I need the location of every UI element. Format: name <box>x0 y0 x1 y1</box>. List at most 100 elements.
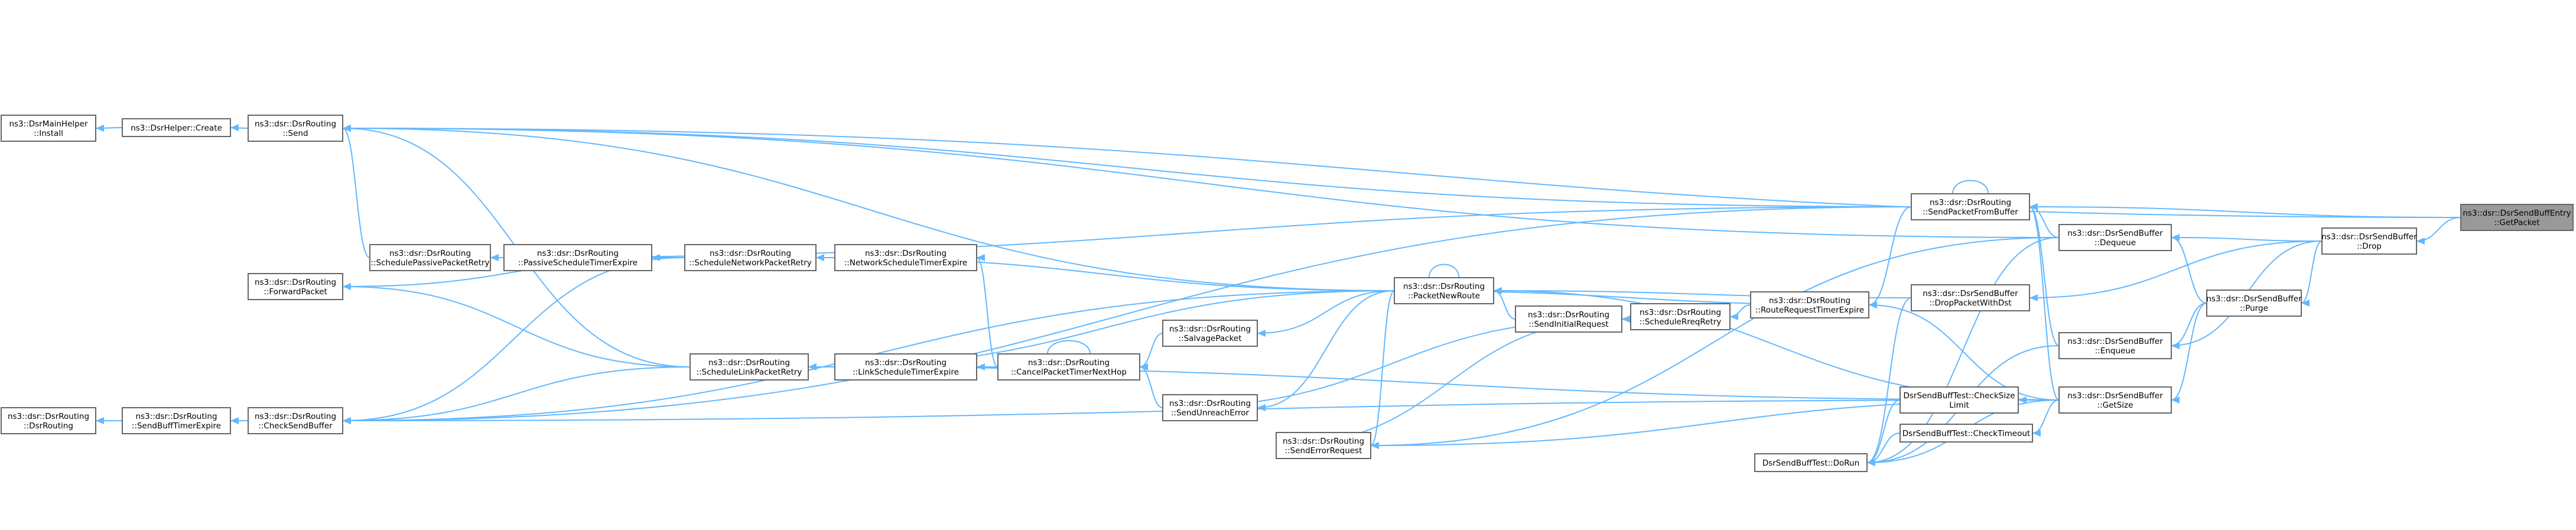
node-label-line: ::PassiveScheduleTimerExpire <box>518 258 638 268</box>
node-label-line: ::ScheduleRreqRetry <box>1640 317 1722 327</box>
edge-send-to-dequeue <box>342 128 2060 238</box>
node-box <box>1276 432 1371 459</box>
edge-check-send-buffer-to-send-packet-from-buffer <box>342 206 1912 421</box>
node-send-error[interactable]: ns3::dsr::DsrRouting::SendErrorRequest <box>1276 432 1371 459</box>
node-label-line: ns3::dsr::DsrRouting <box>255 278 336 287</box>
node-box <box>1630 303 1731 330</box>
edge-arrowhead <box>2301 300 2310 307</box>
node-box <box>1750 291 1869 318</box>
node-label-line: ::CancelPacketTimerNextHop <box>1011 368 1127 377</box>
node-check-send-buffer[interactable]: ns3::dsr::DsrRouting::CheckSendBuffer <box>248 407 343 434</box>
node-label-line: ns3::dsr::DsrRouting <box>1930 198 2011 207</box>
node-label-line: ns3::dsr::DsrRouting <box>1283 437 1364 446</box>
edge-send-error-to-packet-new-route <box>1370 290 1395 446</box>
node-dequeue[interactable]: ns3::dsr::DsrSendBuffer::Dequeue <box>2058 224 2172 251</box>
node-box <box>1 115 96 142</box>
node-schedule-network[interactable]: ns3::dsr::DsrRouting::ScheduleNetworkPac… <box>684 244 817 271</box>
node-helper-create[interactable]: ns3::DsrHelper::Create <box>122 118 231 137</box>
edge-arrowhead <box>1494 287 1502 294</box>
node-schedule-link[interactable]: ns3::dsr::DsrRouting::ScheduleLinkPacket… <box>689 353 809 381</box>
node-label-line: ::Purge <box>2240 304 2268 313</box>
edge-arrowhead <box>1257 404 1266 411</box>
node-box <box>2206 290 2302 317</box>
node-label-line: Limit <box>1949 401 1969 410</box>
node-label-line: ::ForwardPacket <box>264 287 327 297</box>
edge-do-run-to-check-size-limit <box>1866 399 1901 463</box>
node-send-packet-from-buffer[interactable]: ns3::dsr::DsrRouting::SendPacketFromBuff… <box>1911 193 2030 220</box>
node-label-line: ::Install <box>34 129 63 138</box>
edge-dequeue-to-drop <box>2171 237 2323 242</box>
edge-send-to-packet-new-route <box>342 128 1395 291</box>
node-label-line: ::GetPacket <box>2494 218 2539 227</box>
node-label-line: ::DropPacketWithDst <box>1929 298 2011 308</box>
node-network-timer[interactable]: ns3::dsr::DsrRouting::NetworkScheduleTim… <box>834 244 977 271</box>
edge-get-size-to-purge <box>2171 303 2207 401</box>
edge-cancel-packet-to-salvage <box>1139 333 1163 368</box>
edge-arrowhead <box>343 125 351 132</box>
edge-self-loop-cancel-packet <box>1047 340 1091 355</box>
node-dsrrouting-ctor[interactable]: ns3::dsr::DsrRouting::DsrRouting <box>1 407 96 434</box>
node-box <box>684 244 817 271</box>
node-box <box>1900 424 2033 443</box>
edge-arrowhead <box>1257 330 1266 337</box>
node-label-line: ns3::dsr::DsrSendBuffer <box>2067 337 2163 346</box>
edge-dequeue-to-purge <box>2171 237 2207 304</box>
node-passive-timer[interactable]: ns3::dsr::DsrRouting::PassiveScheduleTim… <box>503 244 652 271</box>
node-salvage[interactable]: ns3::dsr::DsrRouting::SalvagePacket <box>1162 320 1258 347</box>
edge-route-request-timer-to-send-packet-from-buffer <box>1868 206 1912 305</box>
node-sendbuff-timer[interactable]: ns3::dsr::DsrRouting::SendBuffTimerExpir… <box>122 407 231 434</box>
edge-check-timeout-to-get-size <box>2032 399 2060 434</box>
edge-arrowhead <box>808 363 817 370</box>
node-label-line: ::ScheduleNetworkPacketRetry <box>689 258 812 268</box>
node-route-request-timer[interactable]: ns3::dsr::DsrRouting::RouteRequestTimerE… <box>1750 291 1869 318</box>
node-schedule-rreq[interactable]: ns3::dsr::DsrRouting::ScheduleRreqRetry <box>1630 303 1731 330</box>
node-schedule-passive[interactable]: ns3::dsr::DsrRouting::SchedulePassivePac… <box>369 244 491 271</box>
node-packet-new-route[interactable]: ns3::dsr::DsrRouting::PacketNewRoute <box>1394 277 1494 304</box>
node-label-line: DsrSendBuffTest::CheckTimeout <box>1902 429 2030 438</box>
node-send[interactable]: ns3::dsr::DsrRouting::Send <box>248 115 343 142</box>
node-box <box>1162 320 1258 347</box>
node-box <box>2058 386 2172 414</box>
node-label-line: ns3::dsr::DsrSendBuffer <box>2206 294 2302 304</box>
node-mainhelper-install[interactable]: ns3::DsrMainHelper::Install <box>1 115 96 142</box>
node-do-run[interactable]: DsrSendBuffTest::DoRun <box>1754 453 1868 472</box>
edge-forward-packet-to-schedule-link <box>342 286 691 368</box>
edge-arrowhead <box>977 363 985 370</box>
node-label-line: ns3::dsr::DsrSendBuffer <box>2321 232 2417 242</box>
node-label-line: ns3::dsr::DsrRouting <box>1028 358 1110 368</box>
node-drop-packet-with-dst[interactable]: ns3::dsr::DsrSendBuffer::DropPacketWithD… <box>1911 284 2030 311</box>
node-box <box>248 273 343 300</box>
node-box <box>248 115 343 142</box>
node-drop[interactable]: ns3::dsr::DsrSendBuffer::Drop <box>2321 227 2417 255</box>
edge-arrowhead <box>230 124 239 131</box>
edge-arrowhead <box>96 125 104 132</box>
node-cancel-packet[interactable]: ns3::dsr::DsrRouting::CancelPacketTimerN… <box>997 353 1140 381</box>
edge-drop-to-get-packet <box>2416 217 2461 242</box>
node-enqueue[interactable]: ns3::dsr::DsrSendBuffer::Enqueue <box>2058 332 2172 359</box>
node-send-initial[interactable]: ns3::dsr::DsrRouting::SendInitialRequest <box>1515 305 1622 333</box>
node-label-line: ns3::dsr::DsrRouting <box>1169 324 1251 334</box>
edge-arrowhead <box>2416 238 2425 245</box>
edge-arrowhead <box>1140 363 1148 370</box>
node-label-line: ::Dequeue <box>2094 238 2136 248</box>
node-link-timer[interactable]: ns3::dsr::DsrRouting::LinkScheduleTimerE… <box>834 353 977 381</box>
edge-arrowhead <box>816 254 824 261</box>
node-label-line: ::GetSize <box>2097 401 2133 410</box>
node-label-line: ns3::dsr::DsrRouting <box>8 412 89 421</box>
node-label-line: ns3::dsr::DsrRouting <box>255 412 336 421</box>
node-box <box>2460 204 2574 231</box>
edge-drop-packet-with-dst-to-drop <box>2029 240 2323 298</box>
node-get-size[interactable]: ns3::dsr::DsrSendBuffer::GetSize <box>2058 386 2172 414</box>
node-label-line: ::Send <box>282 129 308 138</box>
node-send-unreach[interactable]: ns3::dsr::DsrRouting::SendUnreachError <box>1162 394 1258 421</box>
node-forward-packet[interactable]: ns3::dsr::DsrRouting::ForwardPacket <box>248 273 343 300</box>
edge-arrowhead <box>490 254 499 261</box>
node-get-packet[interactable]: ns3::dsr::DsrSendBuffEntry::GetPacket <box>2460 204 2574 231</box>
node-label-line: ns3::dsr::DsrRouting <box>1169 399 1251 408</box>
node-purge[interactable]: ns3::dsr::DsrSendBuffer::Purge <box>2206 290 2302 317</box>
edge-arrowhead <box>1371 442 1379 449</box>
node-label-line: ns3::dsr::DsrSendBuffer <box>2067 229 2163 238</box>
node-check-timeout[interactable]: DsrSendBuffTest::CheckTimeout <box>1900 424 2033 443</box>
